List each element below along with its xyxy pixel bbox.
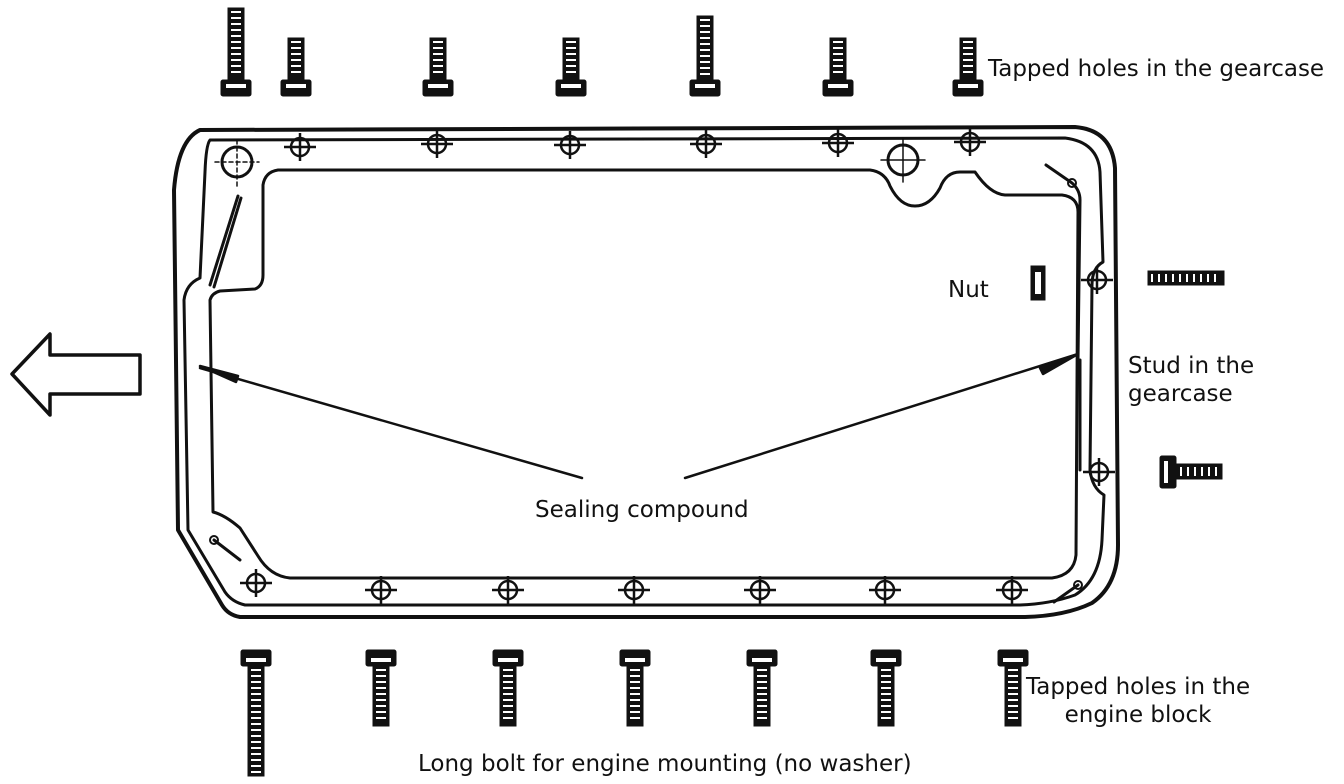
label-sealing-compound: Sealing compound: [535, 497, 749, 523]
hole-bottom-4: [618, 576, 650, 604]
hole-bottom-5: [744, 576, 776, 604]
bolt-icon-top-3: [422, 37, 454, 97]
label-nut: Nut: [948, 277, 989, 303]
bolt-icon-top-1: [220, 7, 252, 97]
bolt-icon-bottom-7: [997, 649, 1029, 727]
hole-bottom-3: [492, 576, 524, 604]
hole-bottom-7: [996, 576, 1028, 604]
hole-bottom-6: [869, 576, 901, 604]
dowel-hole-top-left: [214, 139, 260, 187]
dowel-hole-top-right: [880, 137, 926, 183]
sealing-bead-top-left: [208, 194, 243, 289]
bolt-icon-bottom-5: [746, 649, 778, 727]
label-stud-in-gearcase: Stud in the gearcase: [1128, 352, 1254, 408]
hole-top-6: [954, 128, 986, 156]
bolt-icon-bottom-3: [492, 649, 524, 727]
bolt-icon-bottom-2: [365, 649, 397, 727]
left-arrow-icon: [10, 332, 142, 417]
bolt-icon-right: [1159, 455, 1223, 489]
bolt-icon-top-4: [555, 37, 587, 97]
nut-icon: [1030, 265, 1046, 301]
bolt-holes: [240, 128, 1115, 604]
pan-inner-outline: [208, 168, 1080, 580]
gasket-outline: [182, 136, 1106, 607]
bolt-icon-top-2: [280, 37, 312, 97]
hole-top-2: [421, 130, 453, 158]
hole-top-3: [554, 131, 586, 159]
pan-outer-outline: [172, 125, 1120, 619]
sealing-bead-bottom-left: [209, 535, 242, 562]
label-tapped-holes-engine-block: Tapped holes in the engine block: [1026, 673, 1250, 729]
label-engine-line-2: engine block: [1064, 702, 1212, 728]
sealing-leader-lines: [198, 352, 1080, 480]
bolt-icon-top-5: [689, 15, 721, 97]
label-stud-line-2: gearcase: [1128, 381, 1233, 407]
sealing-bead-top-right: [1044, 163, 1082, 362]
hole-top-5: [822, 129, 854, 157]
label-stud-line-1: Stud in the: [1128, 353, 1255, 379]
hole-right-2: [1083, 458, 1115, 486]
bolt-icon-bottom-1: [240, 649, 272, 777]
bolt-icon-top-7: [952, 37, 984, 97]
bolt-icon-bottom-4: [619, 649, 651, 727]
bolts: [220, 7, 1225, 777]
sealing-bead-bottom-right: [1052, 580, 1083, 604]
hole-bottom-2: [365, 576, 397, 604]
hole-right-1: [1081, 266, 1113, 294]
label-long-bolt: Long bolt for engine mounting (no washer…: [418, 751, 912, 777]
label-engine-line-1: Tapped holes in the: [1026, 674, 1251, 700]
hole-bottom-1: [240, 569, 272, 597]
bolt-icon-bottom-6: [870, 649, 902, 727]
label-tapped-holes-gearcase: Tapped holes in the gearcase: [988, 56, 1325, 82]
stud-icon: [1147, 270, 1225, 286]
bolt-icon-top-6: [822, 37, 854, 97]
hole-top-1: [284, 133, 316, 161]
hole-top-4: [690, 130, 722, 158]
